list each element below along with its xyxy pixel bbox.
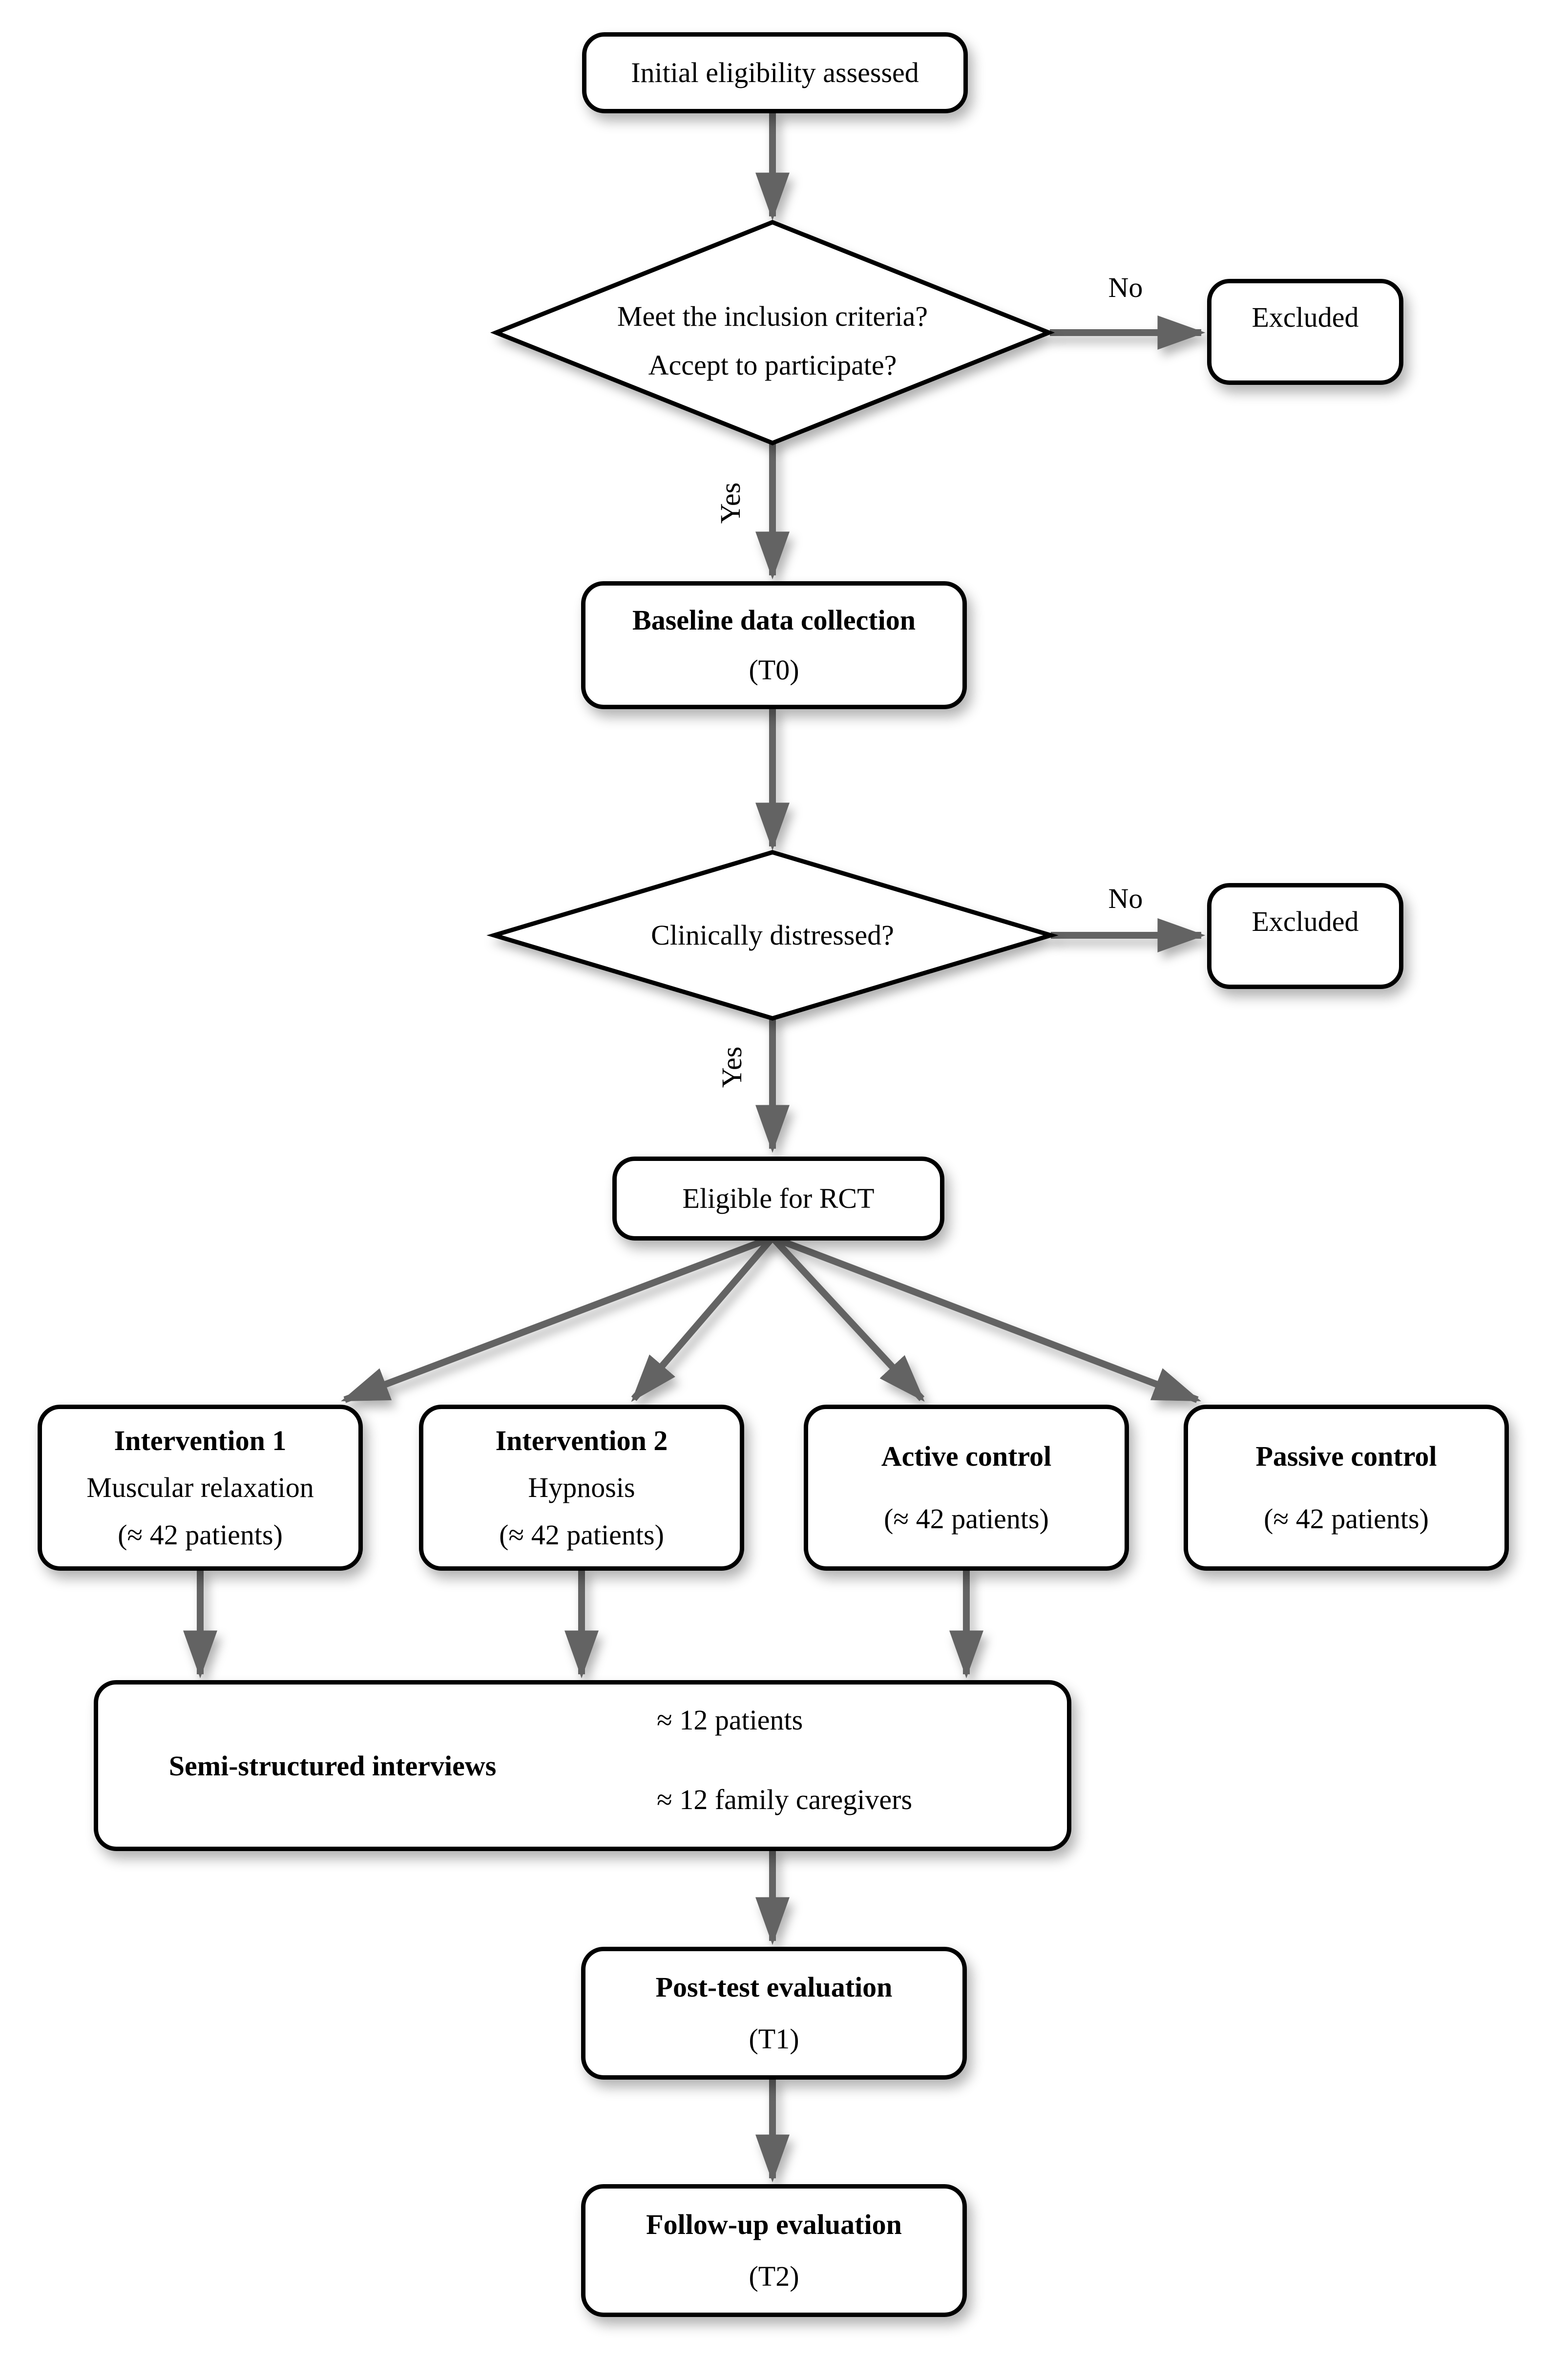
node-followup-title: Follow-up evaluation — [646, 2209, 902, 2240]
node-active-control-title: Active control — [881, 1440, 1052, 1472]
branch-label-yes-2: Yes — [715, 1046, 748, 1088]
node-eligible-for-rct: Eligible for RCT — [612, 1157, 944, 1241]
node-excluded-2-label: Excluded — [1252, 905, 1359, 937]
decision-distress-label: Clinically distressed? — [651, 919, 894, 951]
arrow-rct-to-passive-control — [771, 1234, 1201, 1403]
node-passive-control: Passive control (≈ 42 patients) — [1184, 1405, 1509, 1571]
node-passive-control-count: (≈ 42 patients) — [1264, 1503, 1429, 1535]
arrow-rct-to-intervention-1 — [341, 1234, 774, 1403]
decision-distress-text: Clinically distressed? — [494, 920, 1051, 951]
node-intervention-1-title: Intervention 1 — [114, 1424, 287, 1456]
arrow-rct-to-active-control — [770, 1235, 925, 1402]
decision-inclusion-diamond — [490, 220, 1055, 445]
branch-label-yes-1: Yes — [714, 482, 746, 524]
node-passive-control-title: Passive control — [1255, 1440, 1437, 1472]
decision-inclusion-text: Meet the inclusion criteria? Accept to p… — [496, 292, 1049, 390]
node-intervention-2-subtitle: Hypnosis — [528, 1472, 635, 1503]
branch-label-no-2: No — [1108, 882, 1143, 914]
node-intervention-2-title: Intervention 2 — [495, 1424, 668, 1456]
node-excluded-1: Excluded — [1207, 279, 1403, 385]
node-baseline-title: Baseline data collection — [632, 604, 916, 636]
node-initial-eligibility: Initial eligibility assessed — [582, 32, 968, 113]
node-excluded-1-label: Excluded — [1252, 301, 1359, 333]
node-baseline-data-collection: Baseline data collection (T0) — [581, 581, 967, 709]
node-followup-timepoint: (T2) — [749, 2260, 799, 2292]
node-semi-structured-interviews: Semi-structured interviews ≈ 12 patients… — [94, 1680, 1071, 1851]
node-interviews-item-caregivers: ≈ 12 family caregivers — [657, 1784, 913, 1815]
branch-label-no-1: No — [1108, 271, 1143, 303]
node-intervention-2-count: (≈ 42 patients) — [499, 1518, 664, 1551]
node-eligible-for-rct-label: Eligible for RCT — [682, 1182, 875, 1214]
node-followup-evaluation: Follow-up evaluation (T2) — [581, 2184, 967, 2317]
node-baseline-timepoint: (T0) — [749, 654, 799, 686]
node-interviews-item-patients: ≈ 12 patients — [657, 1704, 803, 1736]
node-active-control-count: (≈ 42 patients) — [884, 1503, 1049, 1535]
decision-distress-diamond — [486, 850, 1059, 1021]
node-initial-eligibility-label: Initial eligibility assessed — [631, 57, 919, 88]
node-intervention-1-count: (≈ 42 patients) — [118, 1518, 283, 1551]
node-excluded-2: Excluded — [1207, 883, 1403, 989]
node-intervention-2: Intervention 2 Hypnosis (≈ 42 patients) — [419, 1405, 744, 1571]
node-posttest-evaluation: Post-test evaluation (T1) — [581, 1947, 967, 2080]
node-intervention-1: Intervention 1 Muscular relaxation (≈ 42… — [38, 1405, 363, 1571]
node-interviews-title: Semi-structured interviews — [168, 1749, 497, 1782]
arrow-rct-to-intervention-2 — [631, 1235, 775, 1402]
decision-inclusion-line1: Meet the inclusion criteria? — [617, 300, 928, 332]
node-posttest-timepoint: (T1) — [749, 2023, 799, 2055]
node-intervention-1-subtitle: Muscular relaxation — [86, 1472, 314, 1503]
node-active-control: Active control (≈ 42 patients) — [804, 1405, 1129, 1571]
node-posttest-title: Post-test evaluation — [655, 1971, 893, 2003]
decision-inclusion-line2: Accept to participate? — [648, 349, 897, 381]
